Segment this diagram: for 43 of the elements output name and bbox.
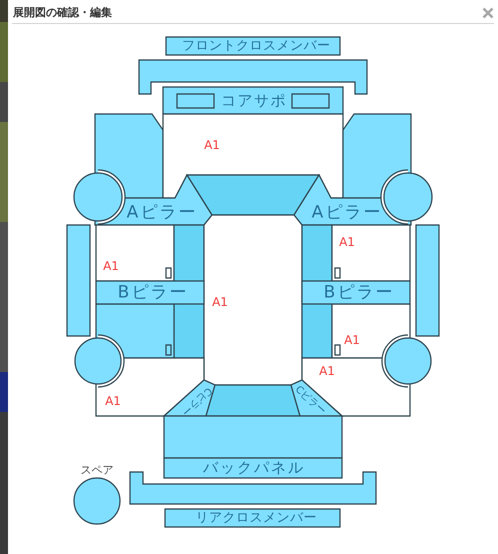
damage-code: A1 [103,260,119,272]
dialog-title: 展開図の確認・編集 [13,7,112,18]
door-handle [335,268,340,278]
part-label: フロントクロスメンバー [182,40,330,52]
cross-member-panel [165,509,340,527]
wheel-circle [75,335,124,387]
cross-member-panel [166,37,340,55]
door-handle [166,345,171,355]
spare-wheel-circle [74,478,120,524]
sill-panel [67,225,90,336]
part-label: Bピラー [116,284,188,302]
part-label: Cピラー [292,384,328,418]
part-label: Cピラー [178,384,214,418]
headlight-box [177,94,214,108]
door-panel [96,225,174,281]
damage-code: A1 [339,236,355,248]
part-label: コアサポ [220,94,287,108]
door-panel [332,225,410,281]
wheel-circle [382,335,431,387]
sill-panel [416,225,439,336]
damage-code: A1 [319,365,335,377]
headlight-box [292,94,329,108]
pillar-band [302,281,410,304]
damage-code: A1 [344,334,360,346]
door-handle [166,268,171,278]
part-caption: スペア [80,464,114,476]
damage-code: A1 [212,296,228,308]
damage-code: A1 [204,139,220,151]
pillar-band [96,281,204,304]
part-label: リアクロスメンバー [195,512,317,524]
part-label: バックパネル [202,460,305,476]
hood-panel [163,114,343,198]
wheel-circle [74,170,125,224]
core-support-panel [163,87,343,114]
bumper-panel [139,60,367,94]
part-label: Bピラー [322,284,394,302]
part-label: Aピラー [310,204,382,222]
wheel-circle [381,170,432,224]
part-label: Aピラー [126,204,198,222]
back-panel [164,458,342,478]
roof-panel [204,215,302,385]
damage-code: A1 [105,395,121,407]
door-handle [335,345,340,355]
